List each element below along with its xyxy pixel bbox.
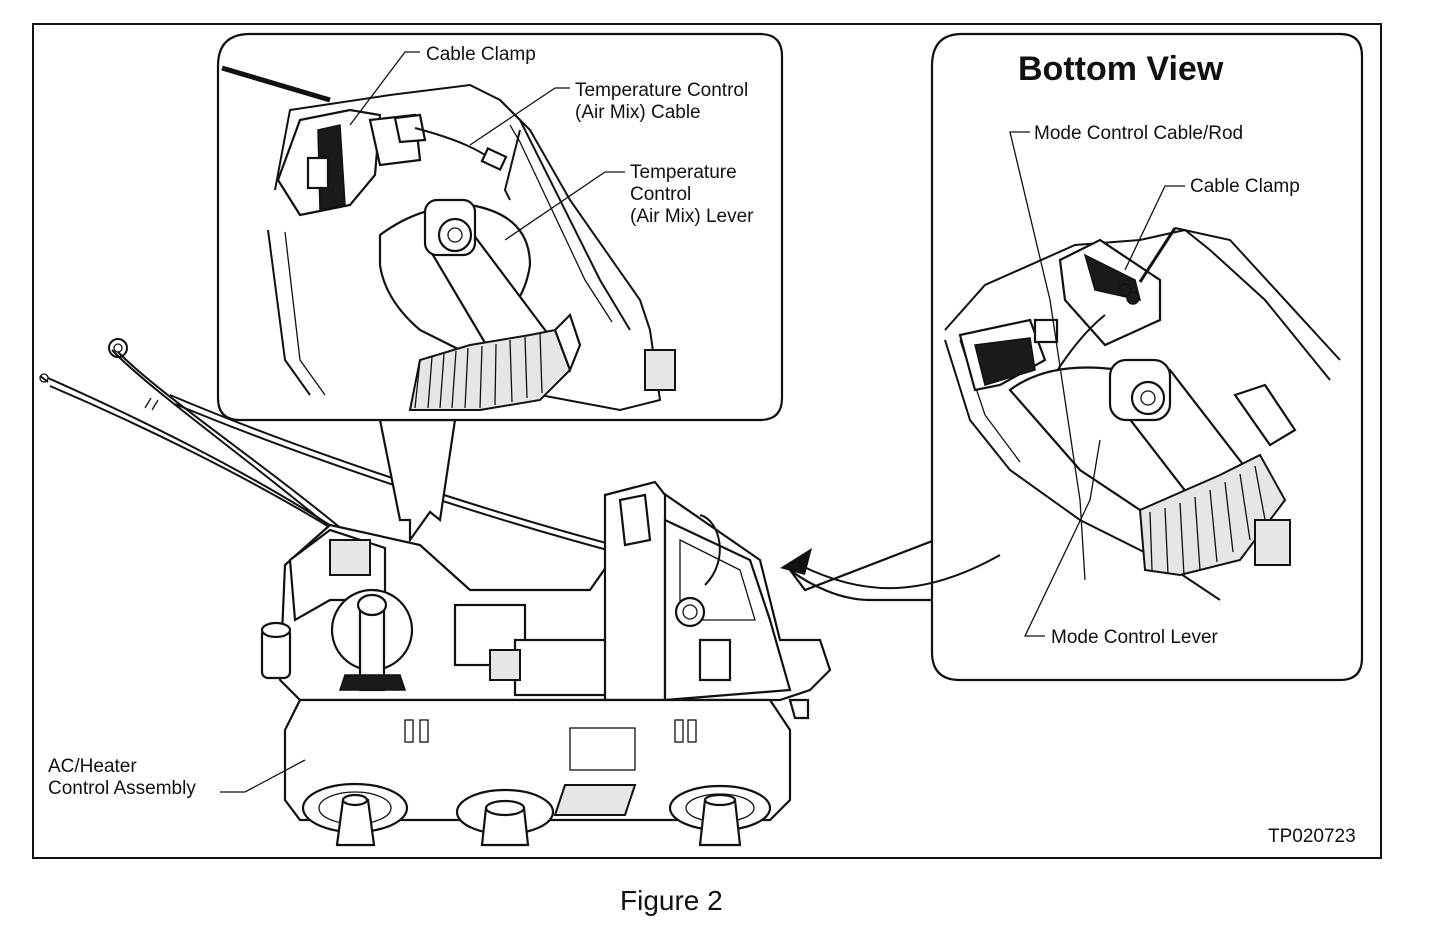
label-assembly-line2: Control Assembly [48,778,196,799]
ac-heater-control-assembly-drawing [39,338,832,847]
label-cable-clamp-top: Cable Clamp [426,44,536,65]
figure-caption: Figure 2 [620,885,723,916]
top-detail-callout: Cable Clamp Temperature Control (Air Mix… [216,32,784,544]
label-temp-cable-line2: (Air Mix) Cable [575,102,701,123]
bottom-view-title: Bottom View [1018,50,1224,88]
label-temp-cable-line1: Temperature Control [575,80,748,101]
reference-code: TP020723 [1268,826,1356,847]
bottom-view-callout: Bottom View Mode Control Cable/Rod Cable… [780,32,1364,682]
label-mode-control-cable: Mode Control Cable/Rod [1034,123,1243,144]
label-cable-clamp-bottom: Cable Clamp [1190,176,1300,197]
label-mode-control-lever: Mode Control Lever [1051,627,1219,648]
label-temp-lever-line1: Temperature [630,162,737,183]
figure-frame [32,23,1382,859]
label-temp-lever-line2: Control [630,184,691,205]
label-assembly-line1: AC/Heater [48,756,137,777]
label-temp-lever-line3: (Air Mix) Lever [630,206,754,227]
